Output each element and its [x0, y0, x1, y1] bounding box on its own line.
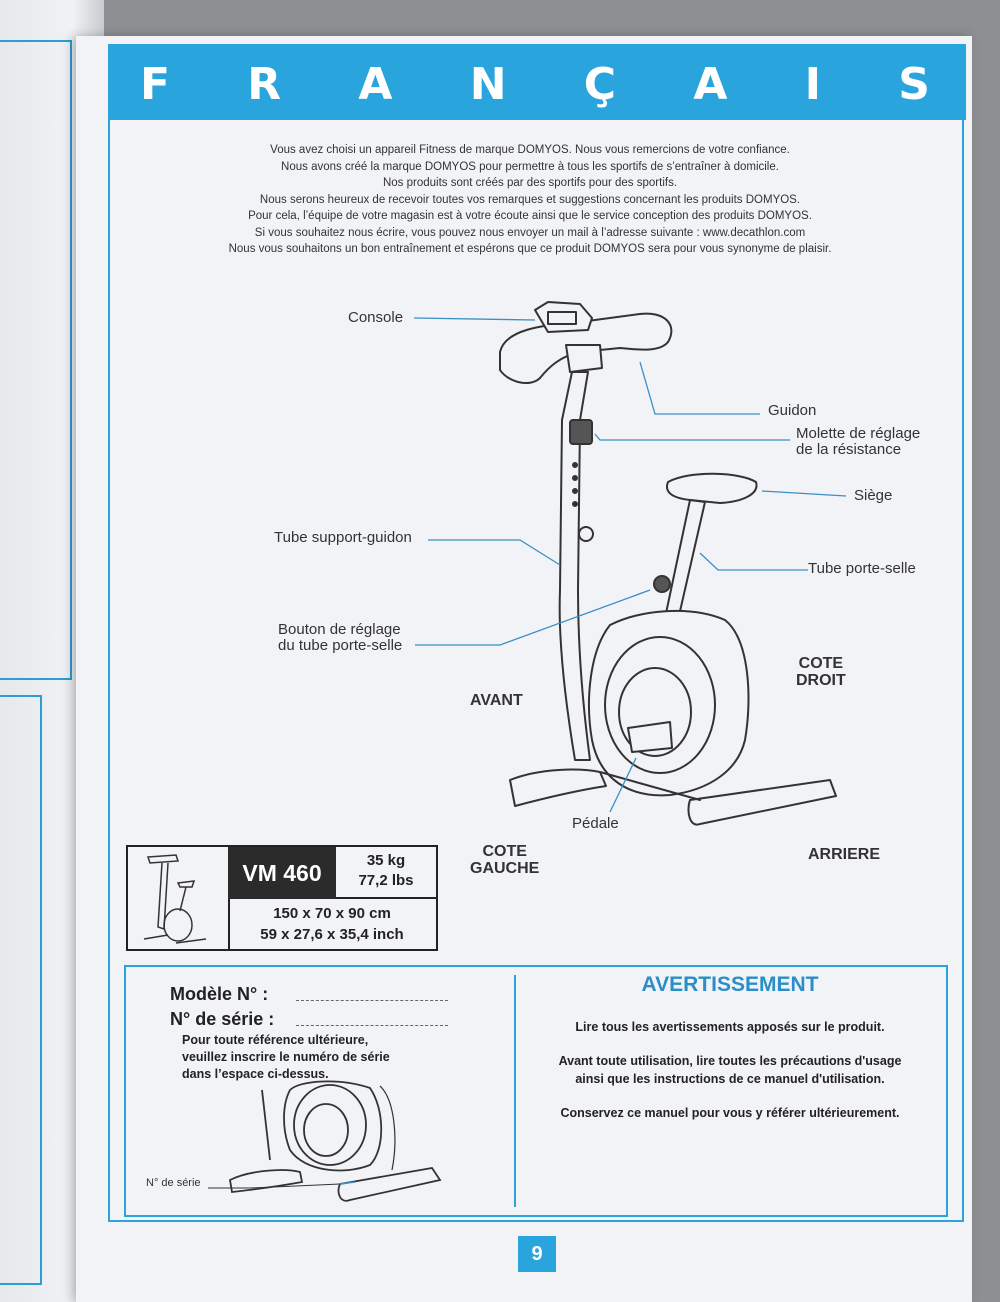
resistance-knob-shape [569, 419, 593, 445]
base-rail [599, 771, 701, 801]
pedal-shape [627, 721, 673, 753]
warning-text-2: Avant toute utilisation, lire toutes les… [528, 1052, 932, 1088]
label-pedale: Pédale [572, 815, 619, 832]
seat-knob-shape [653, 575, 671, 593]
serial-pointer-line [208, 1183, 341, 1189]
banner-letter: A [358, 58, 393, 110]
adjust-hole [572, 488, 578, 494]
adjust-hole [572, 462, 578, 468]
console-screen [547, 311, 577, 325]
front-stabilizer-shape [509, 768, 607, 807]
weight-lbs: 77,2 lbs [358, 872, 414, 889]
side-cote-droit: COTE DROIT [796, 655, 846, 689]
banner-title: F R A N Ç A I S [140, 52, 930, 116]
label-siege: Siège [854, 487, 893, 504]
console-stem-shape [565, 344, 603, 373]
weight-kg: 35 kg [366, 852, 406, 869]
intro-line: Si vous souhaitez nous écrire, vous pouv… [254, 226, 806, 239]
banner-letter: I [804, 58, 821, 110]
warning-text-1: Lire tous les avertissements apposés sur… [575, 1020, 885, 1034]
side-cote-gauche-2: GAUCHE [470, 860, 540, 877]
label-tube-porte: Tube porte-selle [808, 560, 916, 577]
spec-box: VM 460 35 kg 77,2 lbs 150 x 70 x 90 cm 5… [126, 845, 438, 951]
info-box [124, 965, 948, 1217]
note-line: veuillez inscrire le numéro de série [182, 1050, 390, 1064]
dims-cm: 150 x 70 x 90 cm [273, 905, 391, 922]
model-badge: VM 460 [228, 847, 336, 899]
content-frame [108, 118, 964, 1222]
post-clamp-shape [578, 526, 594, 542]
banner-letter: S [898, 58, 930, 110]
label-bouton-2: du tube porte-selle [278, 637, 403, 654]
flywheel-outer [604, 636, 716, 774]
label-molette-1: Molette de réglage [796, 425, 921, 442]
intro-line: Nos produits sont créés par des sportifs… [382, 177, 678, 189]
note-line: Pour toute référence ultérieure, [182, 1033, 369, 1047]
intro-text: Vous avez choisi un appareil Fitness de … [150, 142, 910, 258]
warning-title: AVERTISSEMENT [641, 973, 819, 996]
intro-line: Vous avez choisi un appareil Fitness de … [270, 144, 790, 156]
model-number-field[interactable] [296, 1000, 448, 1001]
registration-note: Pour toute référence ultérieure, veuille… [182, 1032, 390, 1083]
intro-line: Nous vous souhaitons un bon entraînement… [228, 243, 832, 255]
warning-text-2-line: Avant toute utilisation, lire toutes les… [558, 1054, 902, 1068]
language-banner [108, 44, 966, 120]
banner-letter: F [140, 58, 171, 110]
serial-number-field[interactable] [296, 1025, 448, 1026]
rear-stabilizer-shape [687, 779, 837, 826]
banner-letter: A [693, 58, 728, 110]
banner-letter: N [469, 58, 507, 110]
warning-text-2-line: ainsi que les instructions de ce manuel … [575, 1072, 885, 1086]
previous-page-frame-lower [0, 695, 42, 1285]
side-avant: AVANT [470, 692, 523, 709]
intro-line: Nous serons heureux de recevoir toutes v… [259, 193, 801, 206]
serial-number-label: N° de série : [170, 1009, 275, 1029]
spec-weight: 35 kg 77,2 lbs [336, 847, 436, 899]
intro-line: Nous avons créé la marque DOMYOS pour pe… [281, 160, 779, 173]
manual-page [76, 36, 972, 1302]
page-number: 9 [518, 1236, 556, 1272]
banner-letter: Ç [583, 58, 617, 110]
flywheel-inner [618, 667, 692, 757]
adjust-hole [572, 475, 578, 481]
label-tube-support: Tube support-guidon [274, 529, 412, 546]
note-line: dans l’espace ci-dessus. [182, 1067, 329, 1081]
side-cote-gauche: COTE GAUCHE [470, 843, 539, 877]
serial-pointer-label: N° de série [146, 1177, 201, 1189]
seat-shape [666, 472, 758, 504]
previous-page-frame [0, 40, 72, 680]
info-box-divider [514, 975, 516, 1207]
side-cote-droit-2: DROIT [796, 672, 846, 689]
label-bouton-1: Bouton de réglage [278, 621, 401, 638]
label-console: Console [348, 309, 404, 326]
side-cote-droit-1: COTE [798, 655, 844, 672]
side-cote-gauche-1: COTE [482, 843, 527, 860]
label-guidon: Guidon [768, 402, 817, 419]
side-arriere: ARRIERE [808, 846, 881, 863]
flywheel-housing-shape [588, 609, 750, 797]
label-molette-2: de la résistance [796, 441, 902, 458]
bike-thumbnail-icon [143, 854, 207, 944]
spec-dimensions: 150 x 70 x 90 cm 59 x 27,6 x 35,4 inch [228, 899, 436, 953]
intro-line: Pour cela, l’équipe de votre magasin est… [248, 210, 812, 222]
warning-text-3: Conservez ce manuel pour vous y référer … [560, 1106, 900, 1120]
leader-lines [413, 317, 847, 813]
dims-inch: 59 x 27,6 x 35,4 inch [260, 926, 404, 943]
banner-letter: R [247, 58, 282, 110]
adjust-hole [572, 501, 578, 507]
model-number-label: Modèle N° : [170, 984, 269, 1004]
